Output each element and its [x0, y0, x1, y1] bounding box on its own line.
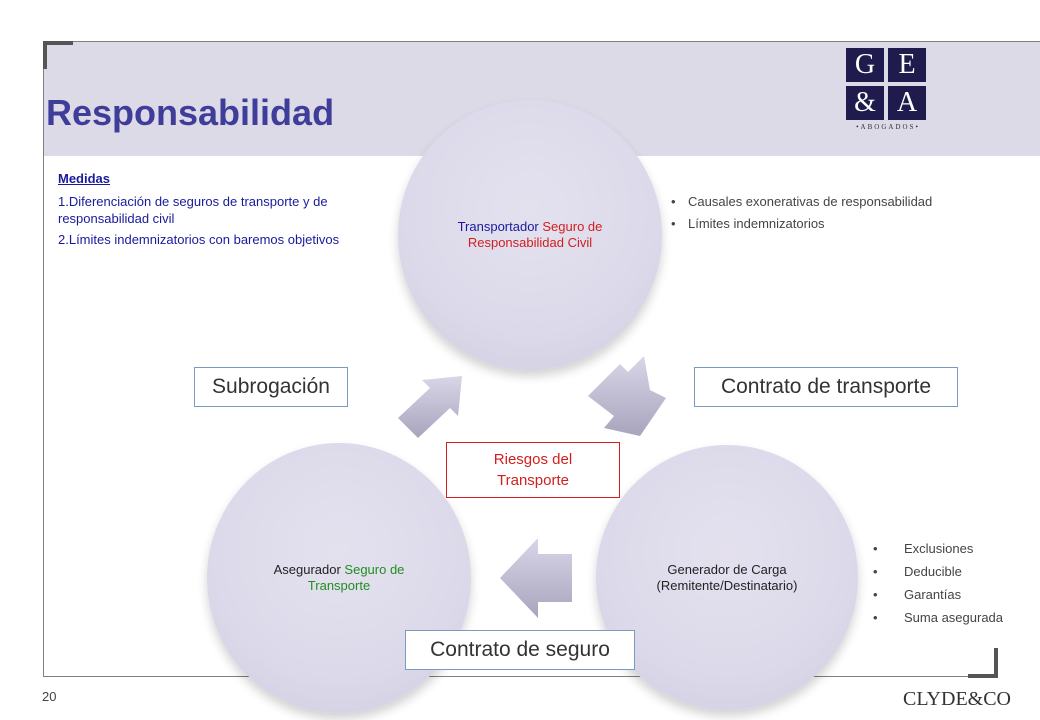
measures-block: Medidas 1.Diferenciación de seguros de t…: [58, 170, 358, 252]
measure-item: 1.Diferenciación de seguros de transport…: [58, 194, 328, 226]
cycle-arrow-left-icon: [500, 538, 572, 618]
logo-letter: E: [888, 48, 926, 82]
frame-line: [43, 676, 998, 677]
node-role: Transportador: [457, 219, 539, 234]
bullet-item: Exclusiones: [868, 541, 1003, 556]
center-risk-box: Riesgos del Transporte: [446, 442, 620, 498]
page-number: 20: [42, 689, 57, 704]
frame-line: [43, 41, 44, 676]
footer-brand-logo: CLYDE&CO: [903, 688, 1011, 710]
logo-letter: G: [846, 48, 884, 82]
center-risk-line: Riesgos del: [493, 451, 573, 468]
logo-ge-a: G E & A •ABOGADOS•: [846, 48, 930, 134]
label-insurance-contract: Contrato de seguro: [405, 630, 635, 670]
cycle-arrow-down-right-icon: [588, 356, 666, 436]
label-transport-contract: Contrato de transporte: [694, 367, 958, 407]
corner-mark: [968, 674, 998, 678]
frame-line: [43, 41, 1040, 42]
corner-mark: [43, 41, 73, 45]
measure-item: 2.Límites indemnizatorios con baremos ob…: [58, 232, 340, 247]
bullet-list-top: Causales exonerativas de responsabilidad…: [666, 194, 932, 238]
node-role: Asegurador: [273, 562, 341, 577]
cycle-node-asegurador: Asegurador Seguro de Transporte: [207, 443, 471, 713]
corner-mark: [43, 41, 47, 69]
cycle-node-generador: Generador de Carga (Remitente/Destinatar…: [596, 445, 858, 710]
page-title: Responsabilidad: [46, 92, 335, 133]
logo-subtitle: •ABOGADOS•: [856, 123, 920, 131]
center-risk-line: Transporte: [497, 472, 569, 489]
bullet-item: Deducible: [868, 564, 1003, 579]
bullet-item: Garantías: [868, 587, 1003, 602]
bullet-item: Límites indemnizatorios: [666, 216, 932, 231]
node-label: Generador de Carga (Remitente/Destinatar…: [656, 561, 798, 593]
logo-letter: A: [888, 86, 926, 120]
corner-mark: [994, 648, 998, 678]
logo-letter: &: [846, 86, 884, 120]
bullet-item: Causales exonerativas de responsabilidad: [666, 194, 932, 209]
measures-title: Medidas: [58, 171, 111, 186]
node-insurance: Seguro de Responsabilidad Civil: [467, 219, 603, 250]
bullet-list-bottom: Exclusiones Deducible Garantías Suma ase…: [868, 541, 1003, 633]
cycle-node-transportador: Transportador Seguro de Responsabilidad …: [398, 100, 662, 370]
node-insurance: Seguro de Transporte: [307, 562, 405, 593]
cycle-arrow-up-right-icon: [398, 376, 462, 438]
label-subrogation: Subrogación: [194, 367, 348, 407]
bullet-item: Suma asegurada: [868, 610, 1003, 625]
